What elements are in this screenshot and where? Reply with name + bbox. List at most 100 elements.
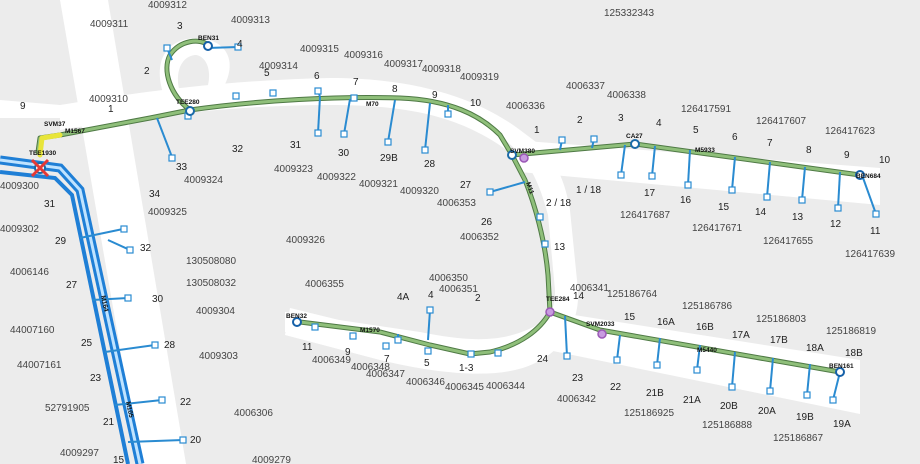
parcel-label: 126417655 xyxy=(763,236,813,247)
service-endpoint[interactable] xyxy=(384,138,392,146)
service-endpoint[interactable] xyxy=(234,43,242,51)
svm380-junction[interactable] xyxy=(507,150,517,160)
ben684-node[interactable] xyxy=(855,170,865,180)
service-endpoint[interactable] xyxy=(494,349,502,357)
parcel-label: 4009323 xyxy=(274,164,313,175)
house-number: 17A xyxy=(732,330,750,341)
service-endpoint[interactable] xyxy=(421,146,429,154)
parcel-label: 4006348 xyxy=(351,362,390,373)
service-endpoint[interactable] xyxy=(648,172,656,180)
service-endpoint[interactable] xyxy=(151,341,159,349)
service-endpoint[interactable] xyxy=(763,193,771,201)
service-endpoint[interactable] xyxy=(340,130,348,138)
ben31-node[interactable] xyxy=(203,41,213,51)
house-number: 21A xyxy=(683,395,701,406)
service-endpoint[interactable] xyxy=(872,210,880,218)
house-number: 4 xyxy=(656,118,662,129)
house-number: 16A xyxy=(657,317,675,328)
parcel-label: 4009314 xyxy=(259,61,298,72)
service-endpoint[interactable] xyxy=(653,361,661,369)
service-endpoint[interactable] xyxy=(382,342,390,350)
service-endpoint[interactable] xyxy=(486,188,494,196)
equipment-labels: BEN31 TEE280 M70 SVM37 M1567 TEE1930 SVM… xyxy=(29,35,881,419)
parcel-label: 4006342 xyxy=(557,394,596,405)
service-endpoint[interactable] xyxy=(766,387,774,395)
ben161-node[interactable] xyxy=(835,367,845,377)
service-endpoint[interactable] xyxy=(163,44,171,52)
house-number: 24 xyxy=(537,354,549,365)
house-number: 1-3 xyxy=(459,363,474,374)
service-endpoint[interactable] xyxy=(311,323,319,331)
service-endpoint[interactable] xyxy=(168,154,176,162)
service-endpoint[interactable] xyxy=(394,336,402,344)
service-endpoint[interactable] xyxy=(558,136,566,144)
ca27-node[interactable] xyxy=(630,139,640,149)
parcel-label: 4009325 xyxy=(148,207,187,218)
service-endpoint[interactable] xyxy=(617,171,625,179)
service-endpoint[interactable] xyxy=(124,294,132,302)
service-endpoint[interactable] xyxy=(728,383,736,391)
tee284-node[interactable] xyxy=(545,307,555,317)
service-endpoint[interactable] xyxy=(834,204,842,212)
service-endpoint[interactable] xyxy=(536,213,544,221)
house-number: 16B xyxy=(696,322,714,333)
service-endpoint[interactable] xyxy=(232,92,240,100)
house-number: 4A xyxy=(397,292,410,303)
service-line xyxy=(427,309,431,341)
service-endpoint[interactable] xyxy=(684,181,692,189)
service-endpoint[interactable] xyxy=(541,240,549,248)
house-number: 27 xyxy=(66,280,78,291)
service-endpoint[interactable] xyxy=(798,196,806,204)
service-endpoint[interactable] xyxy=(314,87,322,95)
service-endpoint[interactable] xyxy=(126,246,134,254)
service-endpoint[interactable] xyxy=(693,366,701,374)
service-endpoint[interactable] xyxy=(120,225,128,233)
service-endpoint[interactable] xyxy=(563,352,571,360)
ben32-node[interactable] xyxy=(292,317,302,327)
svm2033-node[interactable] xyxy=(597,329,607,339)
service-line xyxy=(861,174,877,215)
house-number: 13 xyxy=(554,242,566,253)
parcel-label: 4009300 xyxy=(0,181,39,192)
parcel-label: 4006355 xyxy=(305,279,344,290)
service-line xyxy=(387,99,396,143)
equipment-nodes xyxy=(30,41,865,377)
service-endpoint[interactable] xyxy=(179,436,187,444)
service-endpoint[interactable] xyxy=(426,306,434,314)
ben161-label: BEN161 xyxy=(829,363,854,370)
house-number: 31 xyxy=(44,199,56,210)
service-endpoint[interactable] xyxy=(613,356,621,364)
trunk-line-branch[interactable] xyxy=(0,170,130,464)
house-number: 7 xyxy=(767,138,773,149)
parcel-label: 126417671 xyxy=(692,223,742,234)
service-endpoint[interactable] xyxy=(803,391,811,399)
service-endpoint[interactable] xyxy=(158,396,166,404)
house-number: 9 xyxy=(432,90,438,101)
house-number: 12 xyxy=(830,219,842,230)
m11-label: M11 xyxy=(524,181,535,195)
parcel-label: 4009324 xyxy=(184,175,223,186)
ben31-label: BEN31 xyxy=(198,35,219,42)
house-number: 2 xyxy=(475,293,481,304)
tee280-node[interactable] xyxy=(185,106,195,116)
tee1930-error-icon[interactable] xyxy=(30,158,50,178)
service-endpoint[interactable] xyxy=(444,110,452,118)
service-endpoint[interactable] xyxy=(349,332,357,340)
service-endpoint[interactable] xyxy=(269,89,277,97)
service-endpoint[interactable] xyxy=(728,186,736,194)
house-number: 19A xyxy=(833,419,851,430)
service-endpoint[interactable] xyxy=(829,396,837,404)
service-endpoint[interactable] xyxy=(590,135,598,143)
parcel-label: 130508080 xyxy=(186,256,236,267)
service-endpoint[interactable] xyxy=(314,129,322,137)
service-endpoint[interactable] xyxy=(467,350,475,358)
parcel-label: 4009303 xyxy=(199,351,238,362)
service-endpoint[interactable] xyxy=(350,94,358,102)
house-number: 7 xyxy=(353,77,359,88)
service-endpoint[interactable] xyxy=(424,347,432,355)
svm380-node[interactable] xyxy=(519,153,529,163)
street-east-upper xyxy=(512,140,880,205)
yellow-segment[interactable] xyxy=(37,132,63,158)
